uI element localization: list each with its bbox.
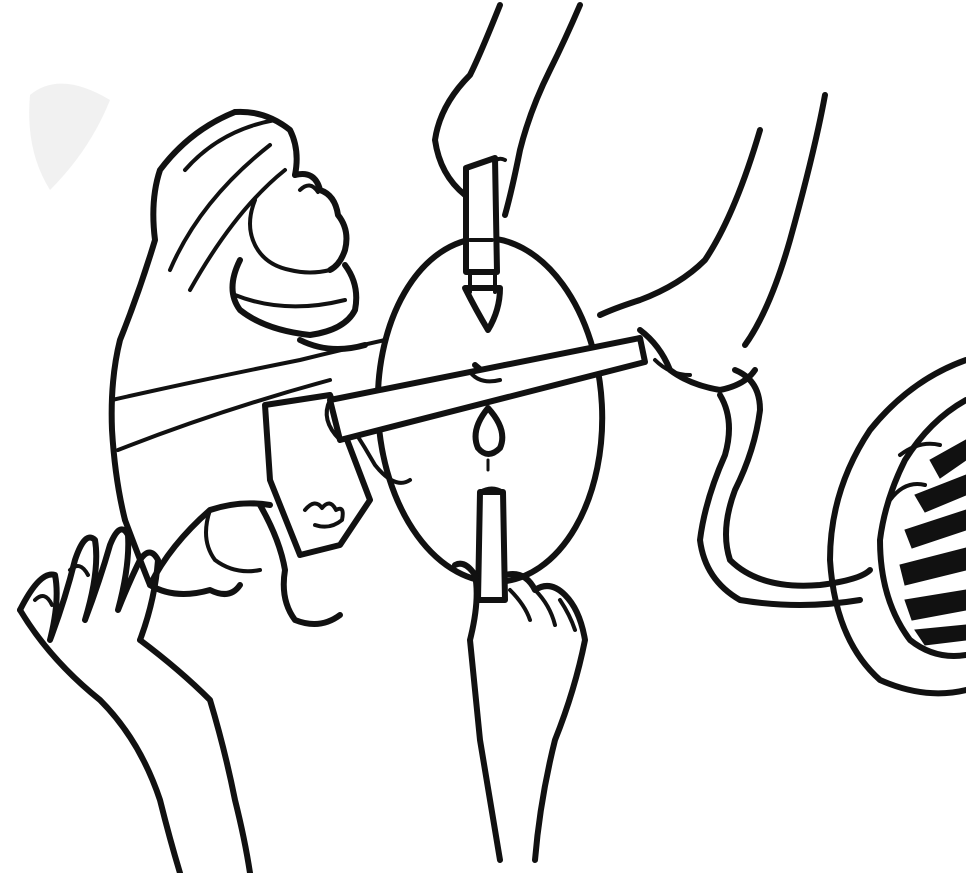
hand-holding-hammer — [435, 5, 580, 272]
reaching-hand — [20, 529, 250, 873]
striped-globe — [830, 360, 966, 693]
paper-smudge — [29, 84, 110, 190]
seated-figure-with-infant — [112, 112, 410, 624]
hand-holding-torch — [327, 95, 825, 440]
